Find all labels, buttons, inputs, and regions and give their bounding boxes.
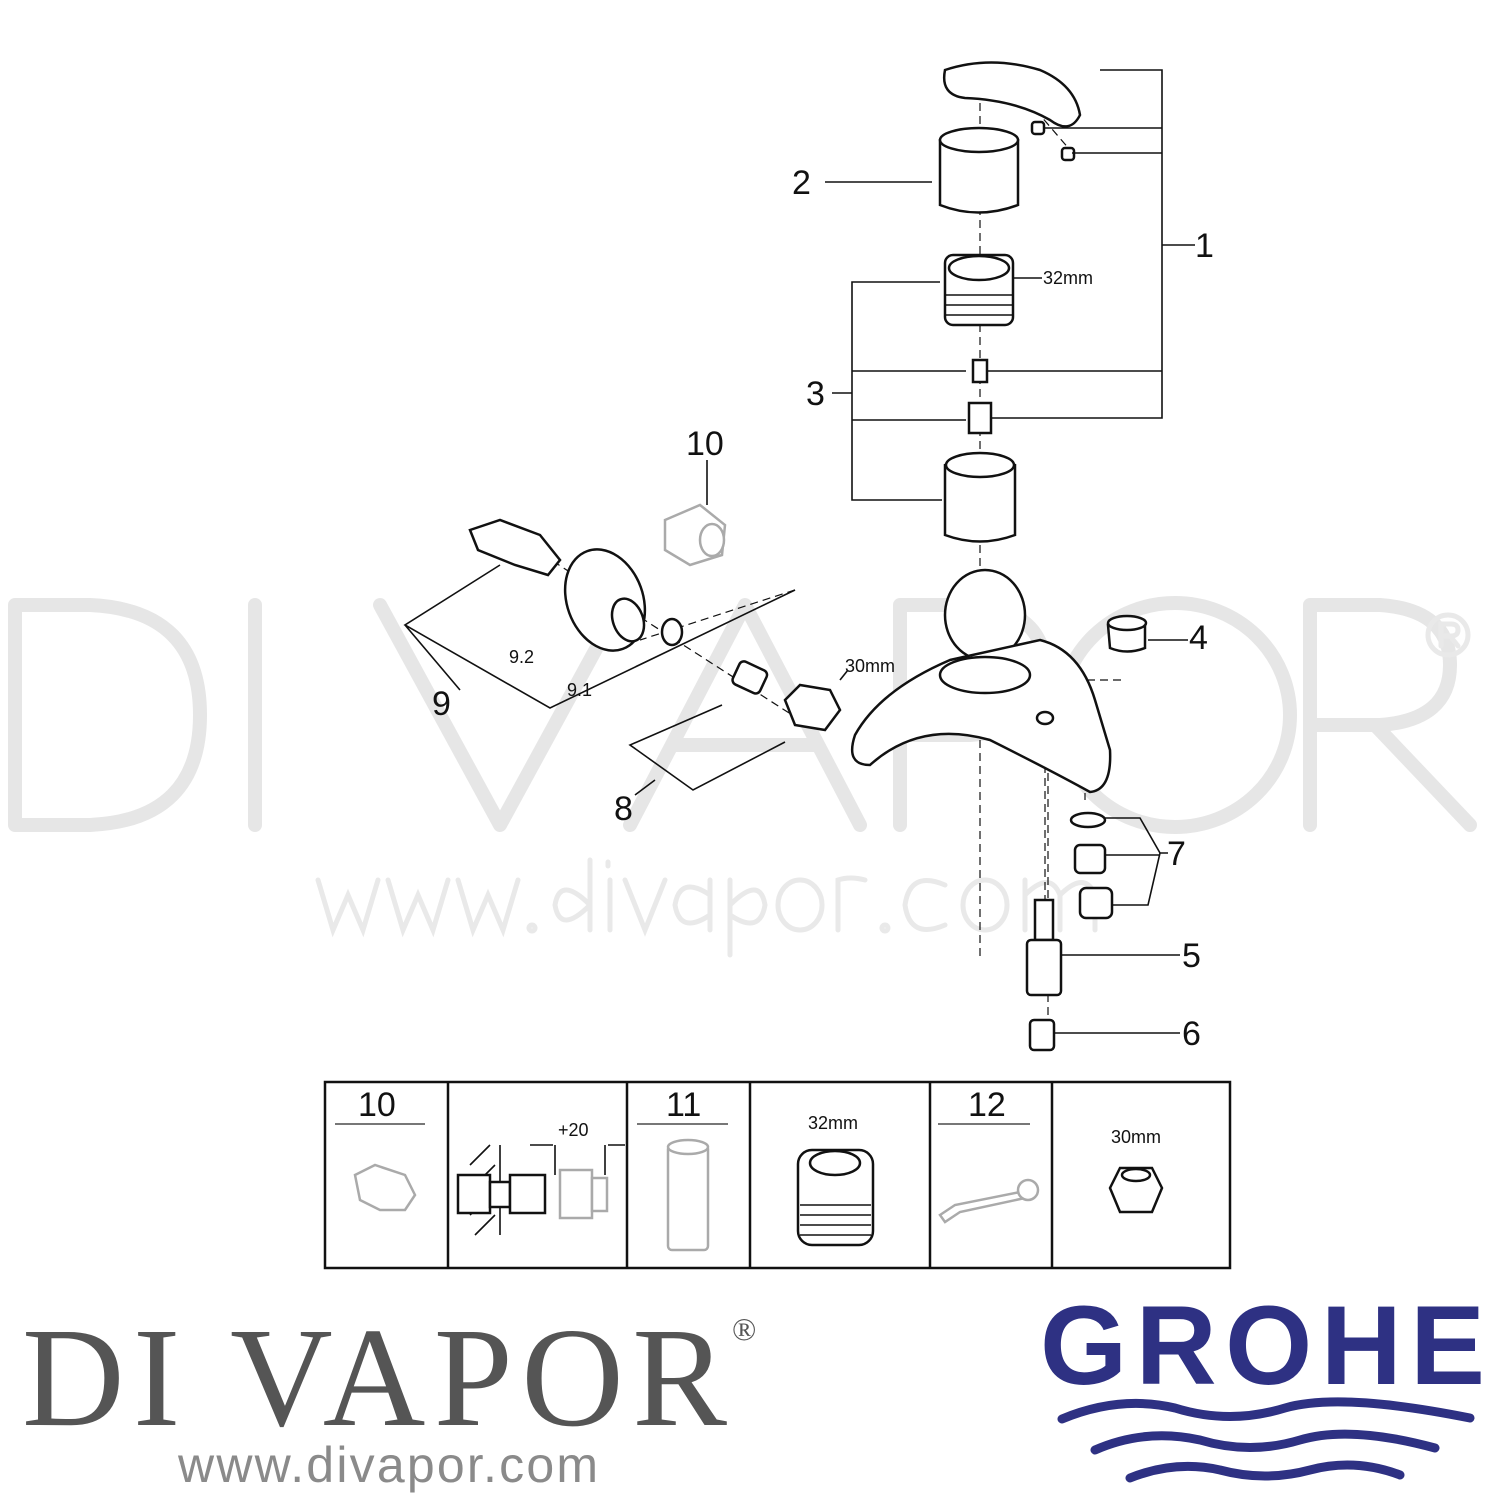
part-8-connector [731, 660, 842, 732]
spanner-icon [938, 1178, 1040, 1224]
callout-6: 6 [1182, 1015, 1201, 1053]
part-3-adapter [967, 401, 993, 435]
mixer-body [850, 568, 1112, 794]
extension-icon [353, 1163, 417, 1212]
watermark-brand-picture [8, 596, 1477, 834]
socket-wrench-icon [666, 1138, 710, 1252]
part-2-cap [938, 126, 1020, 214]
nut-30mm-icon [1108, 1166, 1164, 1214]
grohe-wave-icon [1125, 1460, 1405, 1483]
divapor-url: www.divapor.com [177, 1437, 598, 1493]
callout-3: 3 [806, 375, 825, 413]
table-label-30mm: 30mm [1111, 1127, 1161, 1147]
callout-7: 7 [1167, 835, 1186, 873]
table-label-11: 11 [666, 1086, 701, 1124]
table-label-plus20: +20 [558, 1120, 589, 1140]
part-9-eccentric [468, 518, 684, 652]
wall-extension-icon [456, 1144, 625, 1236]
part-4-plug [1106, 614, 1148, 653]
callout-5: 5 [1182, 937, 1201, 975]
grohe-wave-icon [1090, 1429, 1440, 1455]
part-3-cartridge [943, 451, 1017, 543]
callout-9-2: 9.2 [509, 647, 534, 667]
callout-9-1: 9.1 [567, 680, 592, 700]
callout-4: 4 [1189, 619, 1208, 657]
part-10-extension [663, 503, 727, 567]
part-1-handle [942, 61, 1082, 162]
part-5-diverter [1025, 898, 1063, 997]
callouts: 1 2 3 4 5 6 7 8 9 9.1 9.2 10 32mm 30mm [432, 164, 1214, 1053]
divapor-logo: DI VAPOR ® www.divapor.com [22, 1298, 756, 1493]
table-label-32mm: 32mm [808, 1113, 858, 1133]
callout-10: 10 [686, 425, 724, 463]
grohe-wave-icon [1057, 1397, 1475, 1424]
grohe-logo: GROHE [1040, 1283, 1485, 1483]
part-6-valve [1028, 1018, 1056, 1052]
callout-8: 8 [614, 790, 633, 828]
accessories-table: 10 +20 11 32mm 12 [323, 1080, 1232, 1270]
nut-32mm-icon [796, 1148, 875, 1247]
callout-1: 1 [1195, 227, 1214, 265]
callout-2: 2 [792, 164, 811, 202]
divapor-logo-text: DI VAPOR [22, 1298, 727, 1456]
watermark-url-picture [315, 857, 1098, 958]
size-32mm: 32mm [1043, 268, 1093, 288]
callout-9: 9 [432, 685, 451, 723]
watermark-picture [8, 596, 1477, 958]
table-label-10: 10 [358, 1086, 396, 1124]
divapor-registered: ® [732, 1311, 756, 1347]
part-7-aerator [1069, 811, 1114, 920]
grohe-logo-text: GROHE [1040, 1283, 1485, 1408]
table-label-12: 12 [968, 1086, 1006, 1124]
part-3-screw [971, 358, 989, 384]
part-3-nut [943, 253, 1015, 327]
watermark-registered-picture [1425, 612, 1471, 658]
size-30mm: 30mm [845, 656, 895, 676]
